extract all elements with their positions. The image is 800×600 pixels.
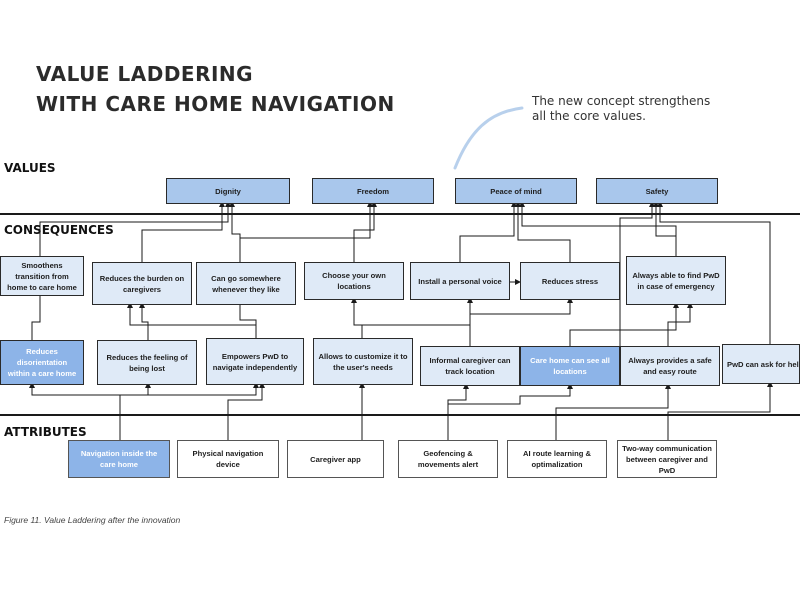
link-nav-to-empower [119,382,259,440]
link-ai-to-saferoute [555,383,671,440]
link-find-to-peace [519,201,677,256]
section-label-attributes: ATTRIBUTES [4,425,87,439]
link-canGo-to-dignity [229,201,241,262]
consequence-pwd-ask-help: PwD can ask for help [722,344,800,384]
link-nav-to-disorientation [29,382,121,440]
consequence-reduces-disorientation: Reduces disorientation within a care hom… [0,340,84,385]
link-canGo-to-freedom [239,201,373,262]
link-device-to-empower [227,382,265,440]
consequence-choose-locations: Choose your own locations [304,262,404,300]
value-freedom: Freedom [312,178,434,204]
link-saferoute-to-safety [619,201,655,346]
link-disorientation-to-smoothens [31,287,43,340]
link-lost-to-burden [139,302,149,340]
consequence-find-pwd-emergency: Always able to find PwD in case of emerg… [626,256,726,305]
consequence-personal-voice: Install a personal voice [410,262,510,300]
consequence-reduces-burden: Reduces the burden on caregivers [92,262,192,305]
annotation-line-1: The new concept strengthens [532,94,711,108]
page-title-line-2: WITH CARE HOME NAVIGATION [36,92,395,116]
link-voice-to-peace [459,201,517,262]
page-title-line-1: VALUE LADDERING [36,62,254,86]
link-choose-to-freedom [353,201,377,262]
figure-caption: Figure 11. Value Laddering after the inn… [4,515,181,525]
link-geo-to-track [447,383,469,440]
consequence-informal-caregiver-track: Informal caregiver can track location [420,346,520,386]
link-carehome-to-find [569,302,679,346]
link-twoway-to-help [667,381,773,440]
consequence-smoothens-transition: Smoothens transition from home to care h… [0,256,84,296]
value-peace-of-mind: Peace of mind [455,178,577,204]
consequence-can-go-somewhere: Can go somewhere whenever they like [196,262,296,305]
section-label-values: VALUES [4,161,56,175]
value-safety: Safety [596,178,718,204]
link-stress-to-peace [515,201,571,262]
consequence-care-home-see-locations: Care home can see all locations [520,346,620,386]
attribute-two-way-communication: Two-way communication between caregiver … [617,440,717,478]
attribute-geofencing-alert: Geofencing & movements alert [398,440,498,478]
link-burden-to-dignity [141,201,225,262]
link-find-to-safety [653,201,677,256]
link-smoothens-to-dignity [39,201,231,256]
link-customize-to-voice [361,297,473,340]
section-label-consequences: CONSEQUENCES [4,223,114,237]
attribute-navigation-inside-care-home: Navigation inside the care home [68,440,170,478]
divider-consequences-attributes [0,414,800,416]
consequence-empowers-pwd: Empowers PwD to navigate independently [206,338,304,385]
attribute-physical-navigation-device: Physical navigation device [177,440,279,478]
link-saferoute-to-find [667,302,693,346]
annotation-note: The new concept strengthens all the core… [532,94,732,124]
link-help-to-safety [657,201,771,350]
consequence-reduces-feeling-lost: Reduces the feeling of being lost [97,340,197,385]
divider-values-consequences [0,213,800,215]
link-nav-to-lost [119,382,151,440]
attribute-caregiver-app: Caregiver app [287,440,384,478]
consequence-safe-easy-route: Always provides a safe and easy route [620,346,720,386]
consequence-customize: Allows to customize it to the user's nee… [313,338,413,385]
link-geo-to-carehome [447,383,573,440]
annotation-line-2: all the core values. [532,109,646,123]
link-empower-to-burden [127,302,257,340]
link-customize-to-choose [351,297,363,340]
value-dignity: Dignity [166,178,290,204]
attribute-ai-route-learning: AI route learning & optimalization [507,440,607,478]
link-track-to-reduces-stress [469,297,573,346]
consequence-reduces-stress: Reduces stress [520,262,620,300]
annotation-curve [453,106,524,170]
